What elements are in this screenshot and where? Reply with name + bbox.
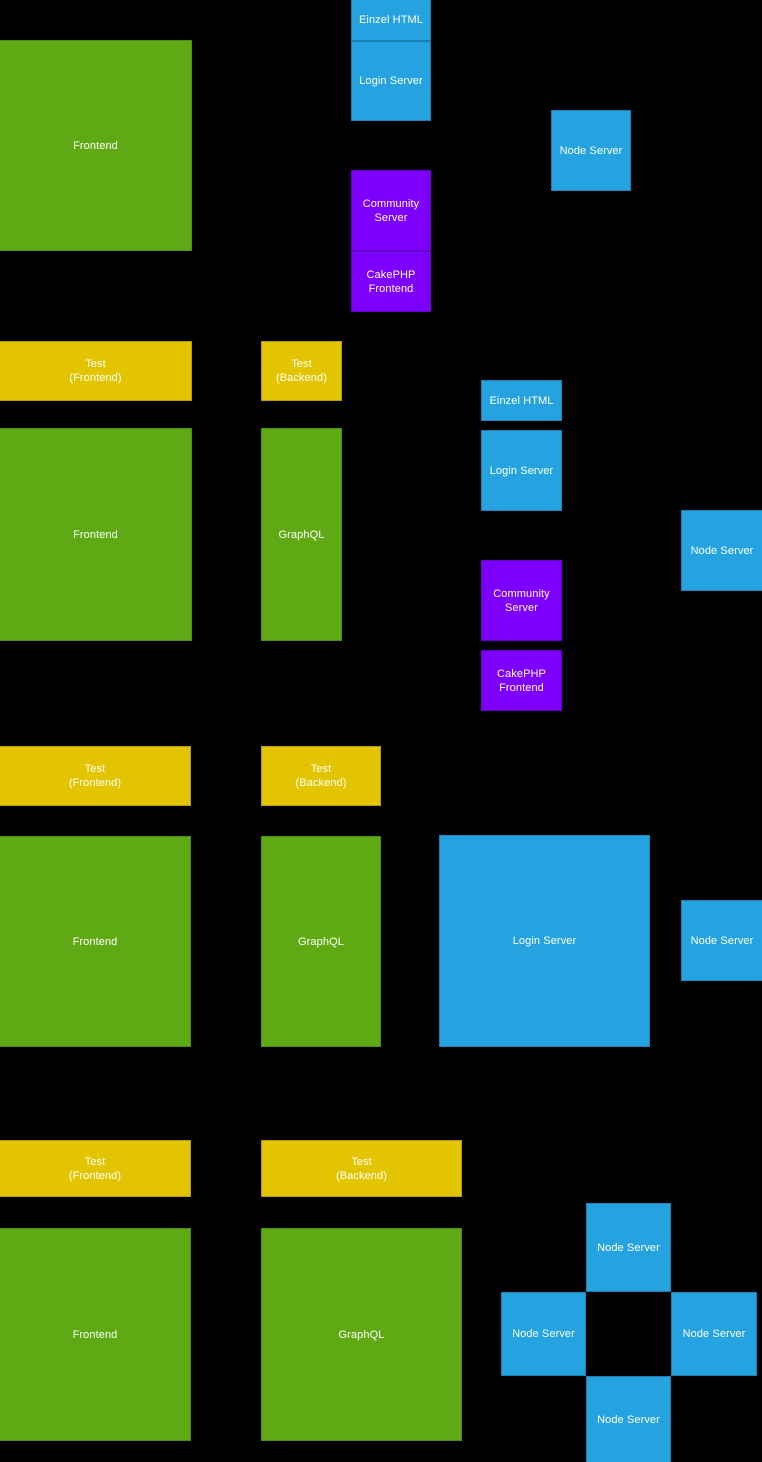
diagram-node-r1-community: Community Server [351, 170, 431, 251]
diagram-node-label: Node Server [559, 144, 623, 157]
diagram-node-r4-node-server-left: Node Server [501, 1292, 586, 1376]
diagram-node-r1-node-server: Node Server [551, 110, 631, 191]
diagram-node-label: Test (Backend) [275, 358, 328, 384]
diagram-node-label: GraphQL [298, 935, 344, 948]
diagram-node-r2-test-frontend: Test (Frontend) [0, 341, 192, 401]
diagram-node-label: Community Server [493, 587, 550, 614]
diagram-node-label: Community Server [362, 197, 420, 224]
diagram-node-label: Test (Frontend) [69, 358, 122, 384]
diagram-node-label: GraphQL [278, 528, 325, 541]
diagram-node-r2-cakephp: CakePHP Frontend [481, 650, 562, 711]
diagram-node-r4-node-server-top: Node Server [586, 1203, 671, 1292]
diagram-node-label: Test (Frontend) [68, 1155, 122, 1182]
diagram-node-label: Node Server [682, 1328, 746, 1340]
diagram-node-label: Node Server [597, 1241, 660, 1254]
diagram-node-label: Frontend [73, 139, 118, 152]
diagram-node-r3-test-frontend: Test (Frontend) [0, 746, 191, 806]
diagram-node-r1-login-server: Login Server [351, 41, 431, 121]
diagram-node-r4-node-server-right: Node Server [671, 1292, 757, 1376]
diagram-node-label: GraphQL [338, 1328, 385, 1341]
diagram-node-r3-test-backend: Test (Backend) [261, 746, 381, 806]
diagram-node-label: CakePHP Frontend [497, 667, 546, 694]
diagram-node-r2-test-backend: Test (Backend) [261, 341, 342, 401]
diagram-node-label: Einzel HTML [489, 394, 554, 407]
diagram-node-r2-graphql: GraphQL [261, 428, 342, 641]
diagram-node-label: Node Server [690, 934, 754, 947]
diagram-node-r4-frontend: Frontend [0, 1228, 191, 1441]
diagram-node-r2-community: Community Server [481, 560, 562, 641]
diagram-node-label: Test (Backend) [335, 1155, 388, 1182]
diagram-node-label: Test (Backend) [295, 763, 347, 789]
diagram-node-label: Frontend [72, 1328, 118, 1341]
diagram-node-r2-node-server: Node Server [681, 510, 762, 591]
diagram-node-r4-graphql: GraphQL [261, 1228, 462, 1441]
diagram-node-r3-frontend: Frontend [0, 836, 191, 1047]
diagram-node-label: Frontend [73, 528, 118, 541]
diagram-node-r2-frontend: Frontend [0, 428, 192, 641]
diagram-node-r4-node-server-bottom: Node Server [586, 1376, 671, 1462]
diagram-node-label: Frontend [72, 935, 118, 948]
diagram-node-r4-test-backend: Test (Backend) [261, 1140, 462, 1197]
diagram-node-r3-graphql: GraphQL [261, 836, 381, 1047]
diagram-node-r1-frontend: Frontend [0, 40, 192, 251]
diagram-node-label: Login Server [359, 75, 423, 87]
diagram-node-label: Node Server [597, 1413, 660, 1426]
diagram-node-label: CakePHP Frontend [366, 268, 416, 295]
diagram-node-label: Login Server [512, 935, 577, 947]
diagram-node-label: Login Server [489, 464, 554, 477]
diagram-node-label: Node Server [690, 544, 754, 557]
diagram-node-label: Node Server [512, 1328, 575, 1340]
diagram-node-r1-einzel-html: Einzel HTML [351, 0, 431, 41]
diagram-node-r1-cakephp: CakePHP Frontend [351, 251, 431, 312]
diagram-node-r3-login-server: Login Server [439, 835, 650, 1047]
diagram-node-r2-login-server: Login Server [481, 430, 562, 511]
diagram-node-r4-test-frontend: Test (Frontend) [0, 1140, 191, 1197]
diagram-node-label: Test (Frontend) [68, 763, 122, 789]
diagram-node-r3-node-server: Node Server [681, 900, 762, 981]
diagram-node-label: Einzel HTML [358, 14, 424, 26]
diagram-node-r2-einzel-html: Einzel HTML [481, 380, 562, 421]
